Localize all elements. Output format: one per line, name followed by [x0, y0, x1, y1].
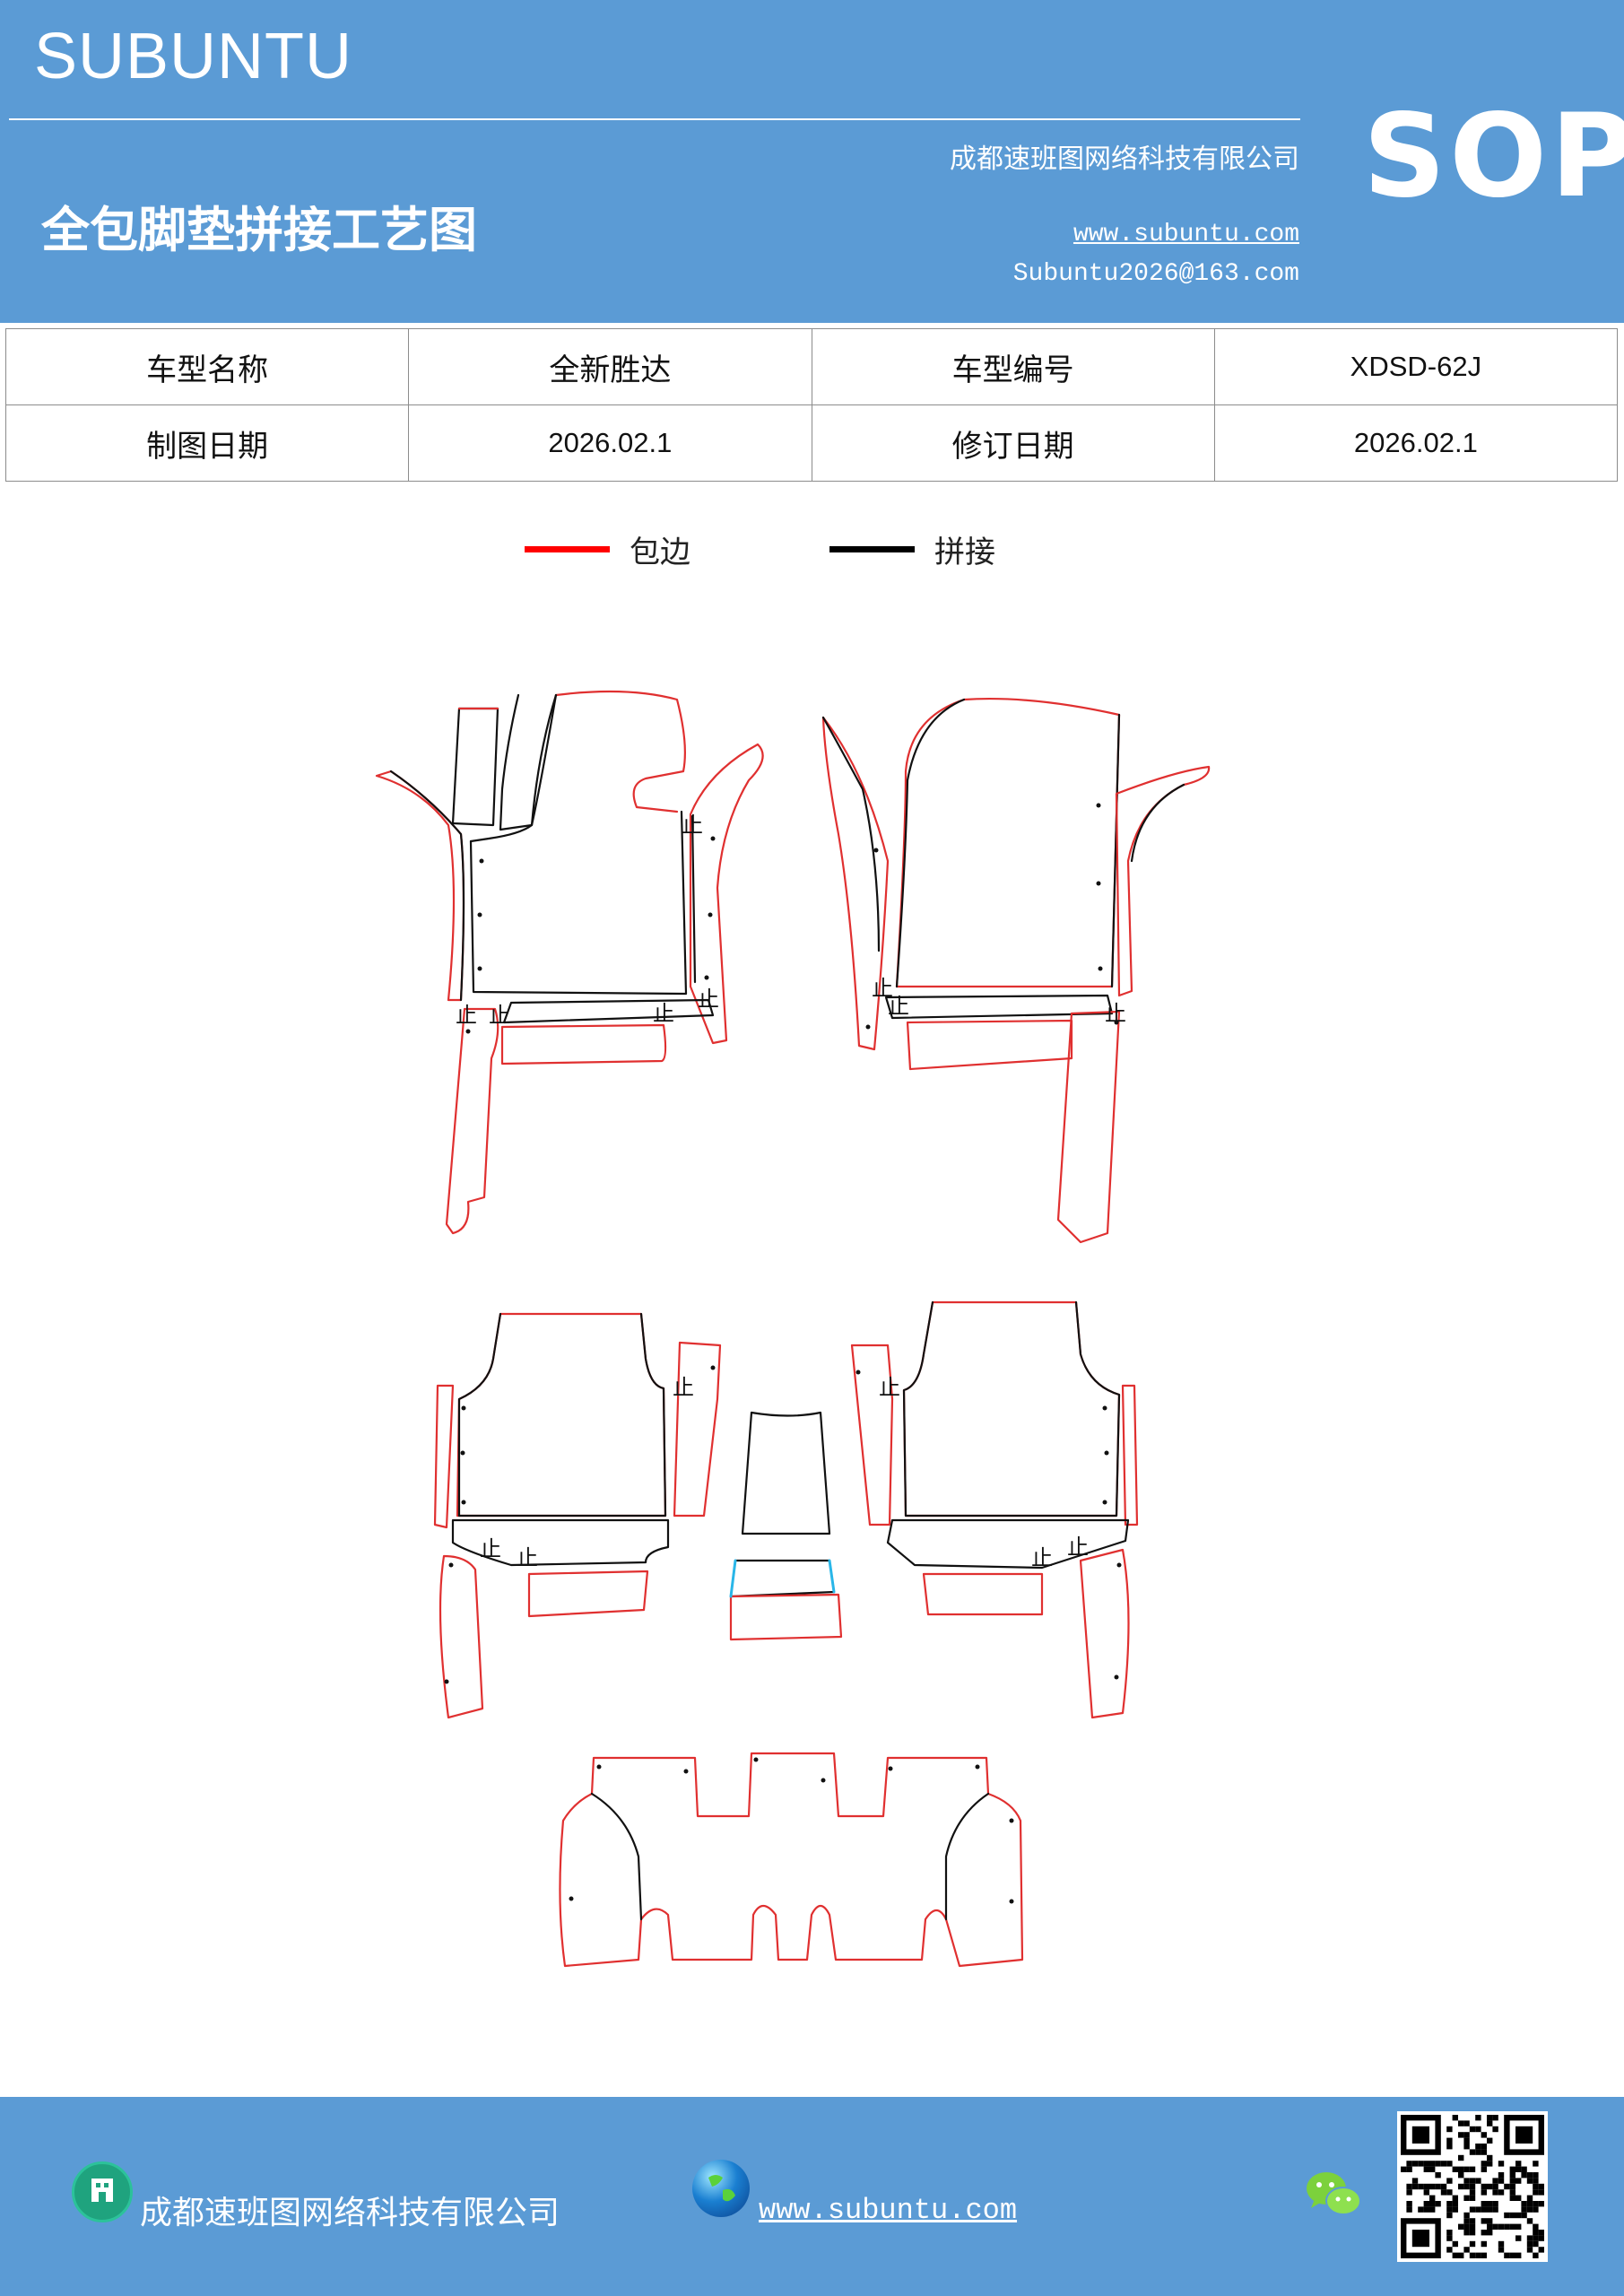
stop-mark: 止	[480, 1536, 501, 1561]
header-company: 成都速班图网络科技有限公司	[950, 144, 1299, 175]
front-left-mat	[375, 690, 764, 1235]
stop-mark: 止	[456, 1003, 477, 1028]
brand-name: SUBUNTU	[34, 21, 353, 92]
center-tunnel-mat	[729, 1411, 843, 1641]
table-cell: 车型名称	[4, 328, 410, 405]
stop-mark: 止	[1067, 1535, 1089, 1560]
stop-marks: 止 止 止 止 止 止 止 止 止 止 止 止 止 止	[456, 813, 1126, 1570]
header-banner: SUBUNTU 成都速班图网络科技有限公司 全包脚垫拼接工艺图 www.subu…	[0, 0, 1624, 323]
info-table: 车型名称 全新胜达 车型编号 XDSD-62J 制图日期 2026.02.1 修…	[4, 328, 1619, 482]
table-cell: 全新胜达	[408, 328, 812, 405]
table-row: 车型名称 全新胜达 车型编号 XDSD-62J	[4, 328, 1619, 405]
legend-label: 拼接	[934, 534, 995, 570]
building-icon	[72, 2161, 133, 2222]
stop-mark: 止	[1031, 1545, 1053, 1570]
table-cell: XDSD-62J	[1213, 328, 1619, 405]
wechat-icon[interactable]	[1302, 2167, 1365, 2224]
doc-type-badge: SOP	[1363, 90, 1624, 223]
legend-swatch-edge	[525, 545, 610, 552]
stop-mark: 止	[682, 813, 703, 838]
stop-mark: 止	[653, 1001, 674, 1026]
header-divider	[9, 118, 1300, 120]
table-cell: 2026.02.1	[1213, 404, 1619, 482]
rear-right-mat	[850, 1300, 1139, 1719]
qr-code[interactable]	[1397, 2111, 1548, 2262]
third-row-mat	[559, 1752, 1024, 1968]
table-row: 制图日期 2026.02.1 修订日期 2026.02.1	[4, 404, 1619, 482]
page-title: 全包脚垫拼接工艺图	[41, 201, 477, 258]
table-cell: 2026.02.1	[408, 404, 812, 482]
stop-mark: 止	[517, 1545, 538, 1570]
stop-mark: 止	[489, 1003, 510, 1028]
pin-dots	[444, 803, 1122, 1904]
stop-mark: 止	[673, 1375, 694, 1400]
floor-mat-diagram: 止 止 止 止 止 止 止 止 止 止 止 止 止 止	[375, 690, 1211, 1968]
legend-swatch-seam	[829, 545, 915, 552]
footer-website-link[interactable]: www.subuntu.com	[759, 2194, 1018, 2227]
stop-mark: 止	[872, 976, 893, 1001]
front-right-mat	[821, 697, 1211, 1244]
stop-mark: 止	[698, 987, 719, 1012]
footer-banner: 成都速班图网络科技有限公司 www.subuntu.com	[0, 2097, 1624, 2296]
legend-label: 包边	[630, 534, 690, 570]
table-cell: 制图日期	[4, 404, 410, 482]
rear-left-mat	[433, 1312, 722, 1719]
stop-mark: 止	[879, 1375, 900, 1400]
table-cell: 车型编号	[811, 328, 1215, 405]
header-email[interactable]: Subuntu2026@163.com	[1012, 260, 1299, 288]
header-website-link[interactable]: www.subuntu.com	[1073, 221, 1299, 248]
footer-company: 成都速班图网络科技有限公司	[140, 2195, 560, 2231]
legend-item-edge: 包边	[525, 522, 690, 576]
legend-item-seam: 拼接	[829, 522, 995, 576]
table-cell: 修订日期	[811, 404, 1215, 482]
globe-icon	[692, 2160, 750, 2217]
stop-mark: 止	[888, 994, 909, 1019]
